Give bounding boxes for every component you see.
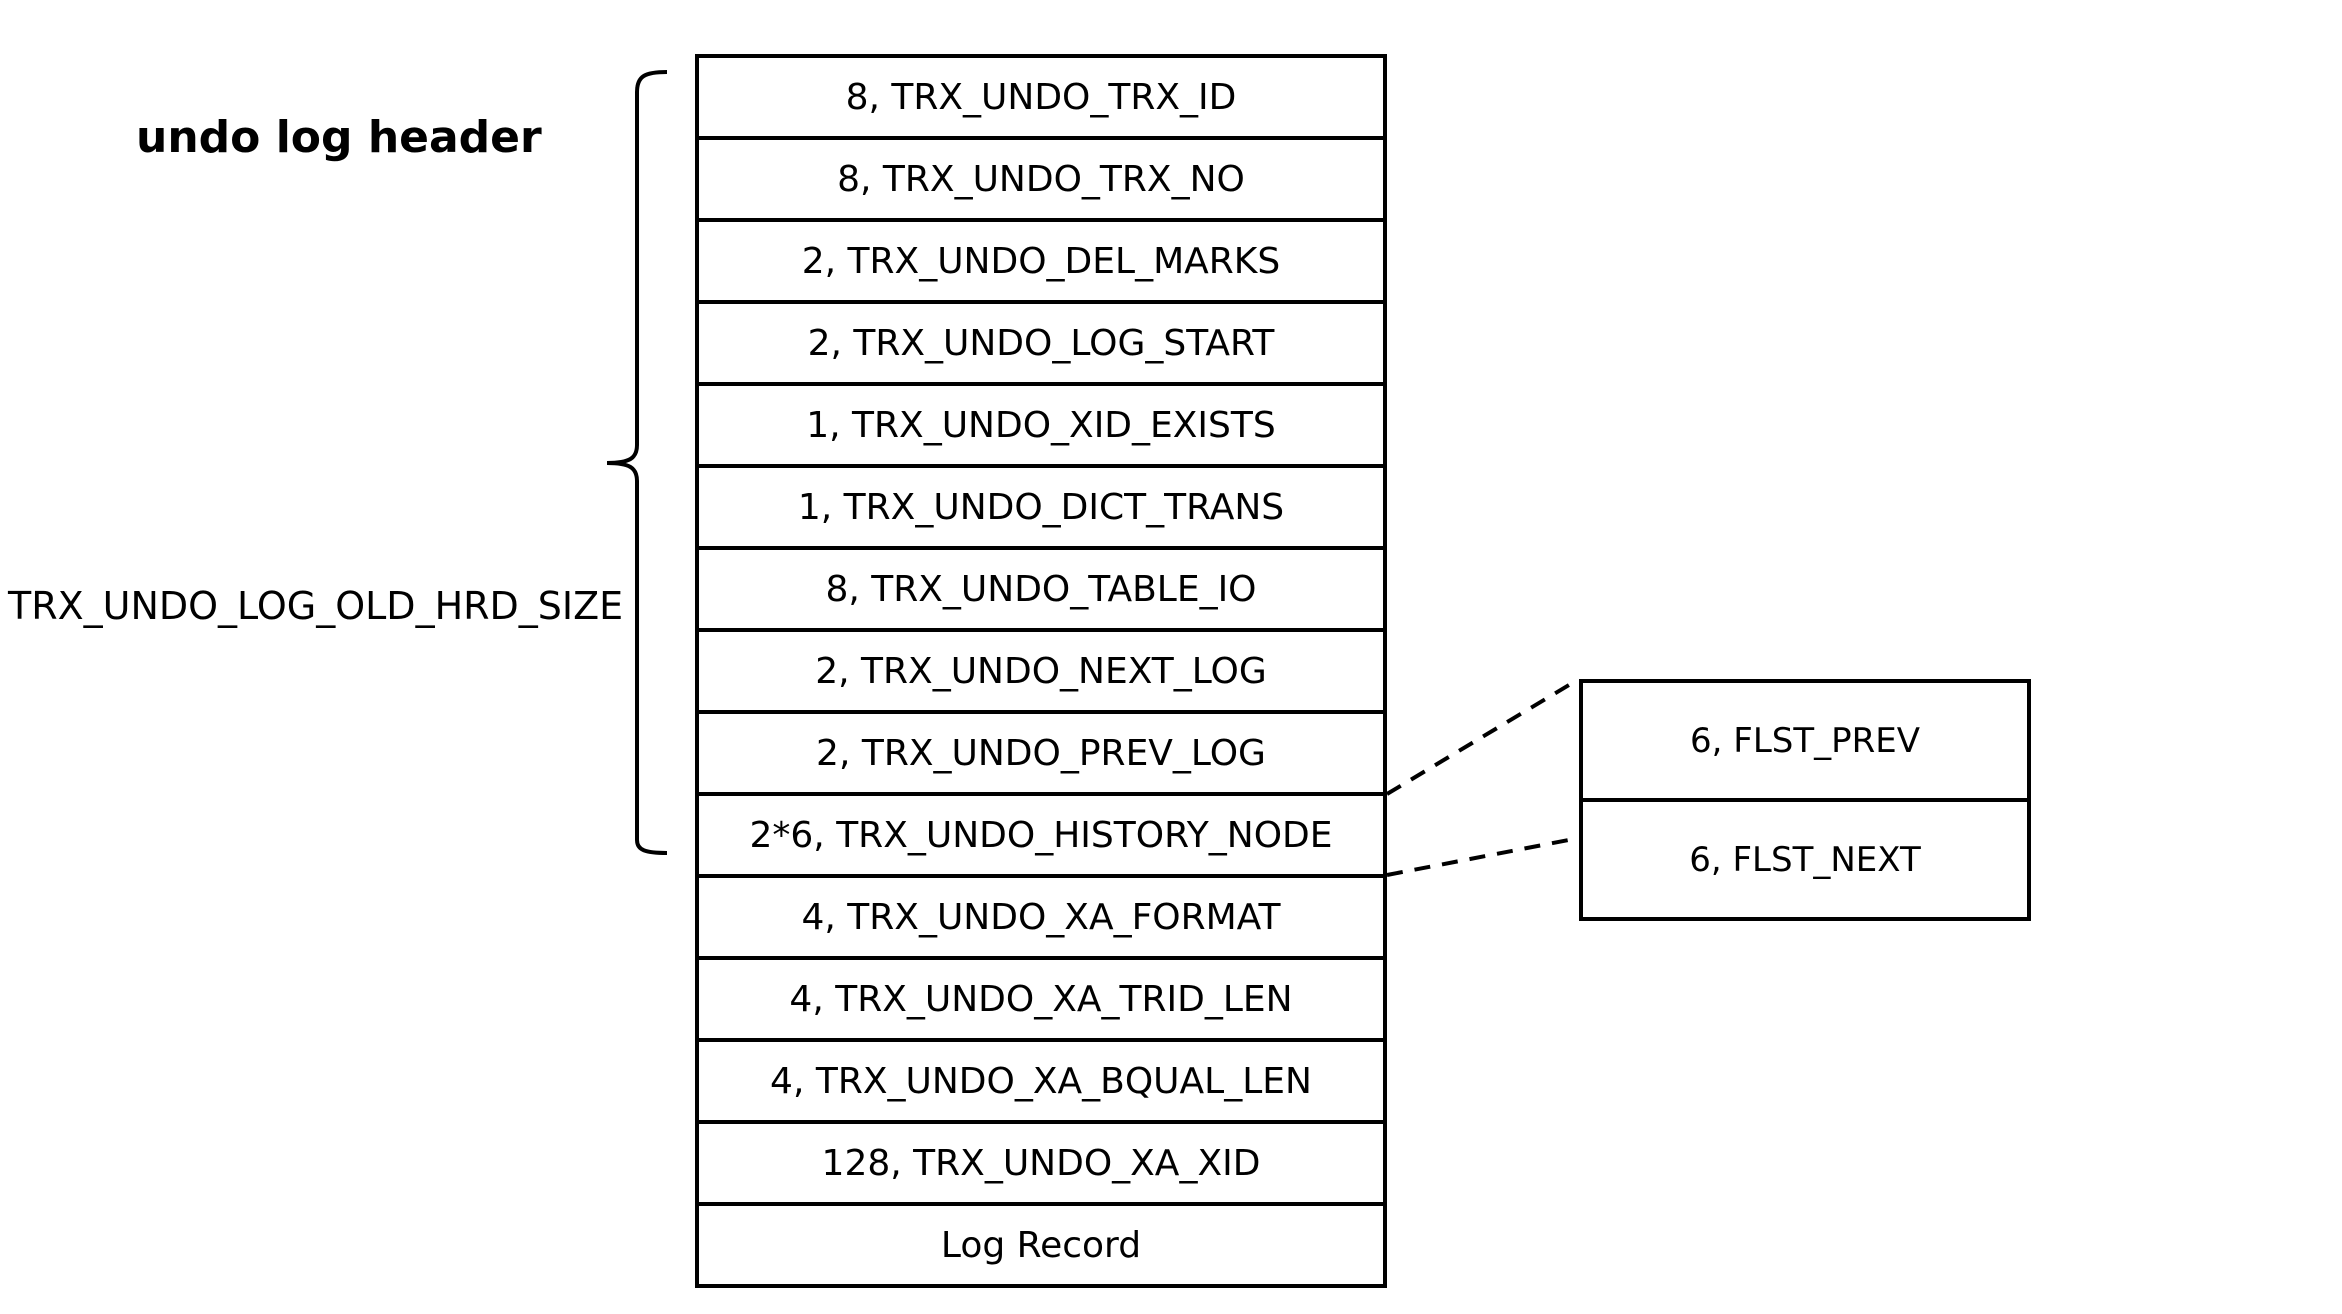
- history-node-detail-table: 6, FLST_PREV 6, FLST_NEXT: [1579, 679, 2031, 921]
- field-log-record: Log Record: [699, 1202, 1383, 1284]
- field-xa-format: 4, TRX_UNDO_XA_FORMAT: [699, 874, 1383, 956]
- old-header-size-label: TRX_UNDO_LOG_OLD_HRD_SIZE: [8, 584, 624, 628]
- undo-log-header-table: 8, TRX_UNDO_TRX_ID 8, TRX_UNDO_TRX_NO 2,…: [695, 54, 1387, 1288]
- field-flst-prev: 6, FLST_PREV: [1690, 720, 1920, 761]
- field-dict-trans: 1, TRX_UNDO_DICT_TRANS: [699, 464, 1383, 546]
- diagram-title: undo log header: [136, 112, 542, 163]
- field-flst-next: 6, FLST_NEXT: [1583, 798, 2027, 917]
- field-trx-id: 8, TRX_UNDO_TRX_ID: [845, 76, 1237, 118]
- field-table-id: 8, TRX_UNDO_TABLE_IO: [699, 546, 1383, 628]
- field-trx-no: 8, TRX_UNDO_TRX_NO: [699, 136, 1383, 218]
- field-next-log: 2, TRX_UNDO_NEXT_LOG: [699, 628, 1383, 710]
- field-log-start: 2, TRX_UNDO_LOG_START: [699, 300, 1383, 382]
- curly-brace: [606, 70, 668, 855]
- field-history-node: 2*6, TRX_UNDO_HISTORY_NODE: [699, 792, 1383, 874]
- field-xa-bqual-len: 4, TRX_UNDO_XA_BQUAL_LEN: [699, 1038, 1383, 1120]
- field-prev-log: 2, TRX_UNDO_PREV_LOG: [699, 710, 1383, 792]
- field-xid-exists: 1, TRX_UNDO_XID_EXISTS: [699, 382, 1383, 464]
- field-del-marks: 2, TRX_UNDO_DEL_MARKS: [699, 218, 1383, 300]
- dashed-connector-top: [1385, 677, 1581, 796]
- field-xa-xid: 128, TRX_UNDO_XA_XID: [699, 1120, 1383, 1202]
- dashed-connector-bottom: [1386, 836, 1580, 877]
- field-xa-trid-len: 4, TRX_UNDO_XA_TRID_LEN: [699, 956, 1383, 1038]
